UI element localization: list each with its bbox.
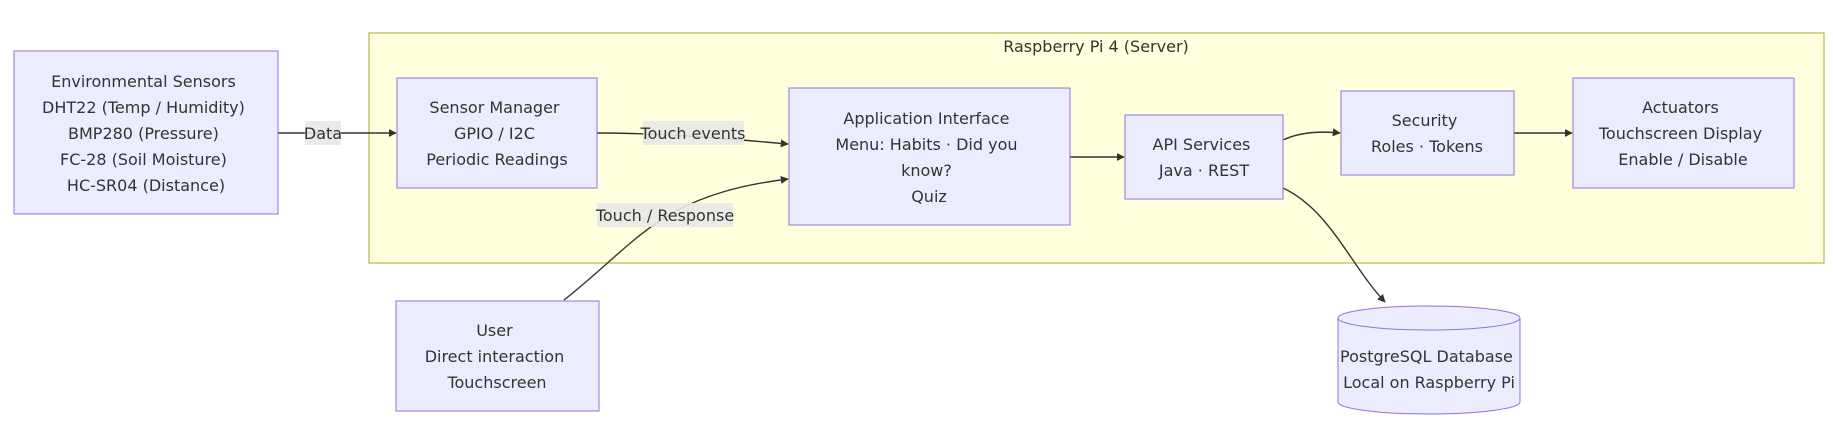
node-security: Security Roles · Tokens xyxy=(1340,90,1515,176)
edge-api-to-database xyxy=(1282,187,1386,303)
node-label: Actuators Touchscreen Display Enable / D… xyxy=(1598,98,1767,169)
node-api-services: API Services Java · REST xyxy=(1124,114,1284,200)
node-label: PostgreSQL Database Local on Raspberry P… xyxy=(1340,347,1518,392)
svg-text:Touch / Response: Touch / Response xyxy=(595,206,734,225)
node-application-interface: Application Interface Menu: Habits · Did… xyxy=(788,87,1071,226)
node-label: Application Interface Menu: Habits · Did… xyxy=(835,109,1022,206)
node-label: Security Roles · Tokens xyxy=(1371,111,1483,156)
svg-text:Data: Data xyxy=(304,124,342,143)
node-user: User Direct interaction Touchscreen xyxy=(395,300,600,412)
node-label: User Direct interaction Touchscreen xyxy=(425,321,570,392)
edge-api-to-security xyxy=(1282,128,1341,141)
edge-label-touch-events: Touch events xyxy=(640,121,746,145)
node-postgresql-database: PostgreSQL Database Local on Raspberry P… xyxy=(1337,305,1521,415)
edge-label-touch-response: Touch / Response xyxy=(595,203,734,227)
node-label: Sensor Manager GPIO / I2C Periodic Readi… xyxy=(426,98,568,169)
edge-label-data: Data xyxy=(304,121,342,145)
group-title: Raspberry Pi 4 (Server) xyxy=(1003,37,1189,56)
node-environmental-sensors: Environmental Sensors DHT22 (Temp / Humi… xyxy=(13,50,279,215)
svg-text:Touch events: Touch events xyxy=(640,124,746,143)
database-cylinder-icon xyxy=(1337,305,1521,415)
node-label: API Services Java · REST xyxy=(1153,135,1256,180)
node-actuators: Actuators Touchscreen Display Enable / D… xyxy=(1572,77,1795,189)
node-label: Environmental Sensors DHT22 (Temp / Humi… xyxy=(42,72,250,195)
node-sensor-manager: Sensor Manager GPIO / I2C Periodic Readi… xyxy=(396,77,598,189)
